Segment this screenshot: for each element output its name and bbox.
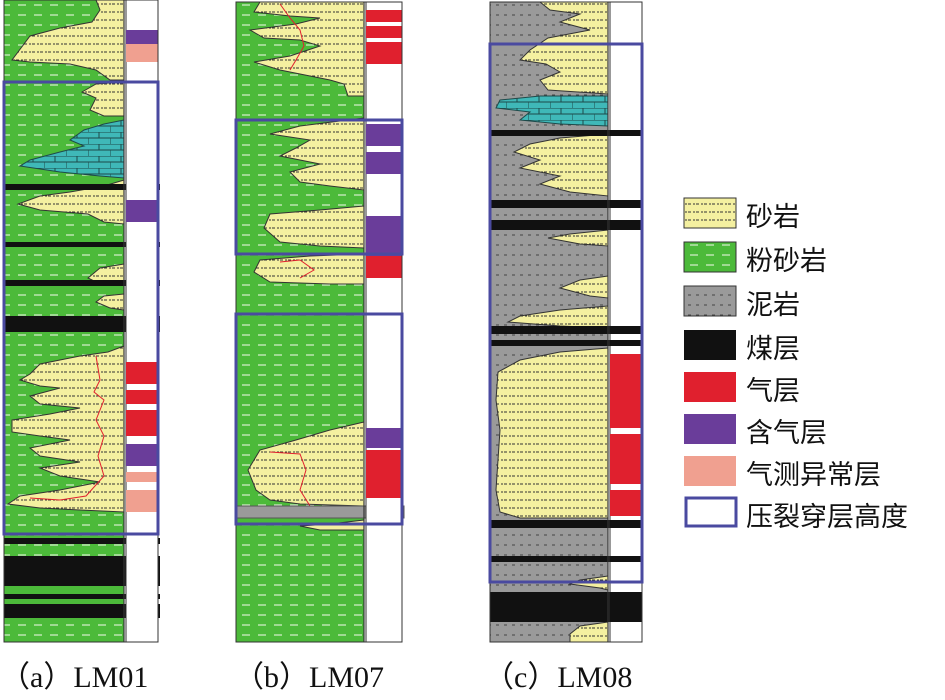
lm01-limestone <box>18 119 125 179</box>
lm01-coal-seams <box>4 184 160 618</box>
lm08-coal-result <box>610 130 642 622</box>
lm01-anomaly-2 <box>126 472 158 482</box>
legend-swatch-sandstone <box>683 197 737 229</box>
lm07-gas-bearing-1 <box>366 124 402 146</box>
lm07-frac-height-box-1 <box>234 118 404 256</box>
lm07-sand-5 <box>247 421 365 507</box>
lm07-sand-2 <box>269 117 365 191</box>
legend-label-coal: 煤层 <box>746 334 800 365</box>
lm01-gas-bearing-1 <box>126 30 158 44</box>
lm07-sand-3 <box>263 205 365 249</box>
lm08-gas-2 <box>610 434 642 484</box>
lm01-frac-height-box <box>2 80 160 536</box>
lm01-gas-bearing-3 <box>126 444 158 466</box>
lm08-sand-2 <box>512 133 609 197</box>
lm07-gas-3 <box>366 42 402 64</box>
lm08-limestone <box>495 95 609 127</box>
lm08-sand-1 <box>518 1 609 95</box>
caption-lm08: （c）LM08 <box>484 661 633 694</box>
caption-lm01: （a）LM01 <box>0 661 149 694</box>
lm07-gas-5 <box>366 450 402 498</box>
lm07-gas-2 <box>366 26 402 38</box>
legend-label-sandstone: 砂岩 <box>746 202 800 233</box>
lm08-frac-height-box <box>488 42 644 584</box>
legend-label-frac: 压裂穿层高度 <box>746 502 908 533</box>
lm01-gas-3 <box>126 410 158 436</box>
lm08-result-track <box>609 1 643 643</box>
lm01-gas-1 <box>126 362 158 384</box>
lm01-sand-2 <box>80 81 125 117</box>
lm07-sand-1 <box>248 1 365 97</box>
legend-label-mudstone: 泥岩 <box>746 290 800 321</box>
legend <box>683 197 738 528</box>
caption-lm07: （b）LM07 <box>234 661 384 694</box>
lm07-gas-bearing-3 <box>366 216 402 256</box>
lm07-gas-bearing-2 <box>366 152 402 174</box>
lm01-gas-trace <box>29 355 105 501</box>
lm01-sand-6 <box>6 345 125 513</box>
lm01-gas-2 <box>126 390 158 404</box>
lm08-gas-1 <box>610 354 642 428</box>
lm07-gas-trace <box>269 3 315 507</box>
legend-swatch-frac <box>684 496 738 528</box>
legend-label-gas-anomaly: 气测异常层 <box>746 460 881 491</box>
lm08-sand-6 <box>495 347 609 519</box>
lm01-gas-bearing-2 <box>126 200 158 222</box>
lm01-result-track <box>125 0 159 643</box>
legend-swatch-coal <box>684 330 736 360</box>
legend-swatch-siltstone <box>683 241 737 273</box>
lm01-anomaly-1 <box>126 44 158 62</box>
lm08-gas-3 <box>610 490 642 516</box>
lm01-sand-1 <box>11 0 125 81</box>
lm07-gas-4 <box>366 256 402 278</box>
legend-label-gas: 气层 <box>746 376 800 407</box>
legend-swatch-gas-bearing <box>684 414 736 444</box>
lm07-lithology-base <box>236 2 364 642</box>
well-lm01 <box>2 0 160 643</box>
legend-swatch-gas-anomaly <box>684 456 736 486</box>
lm07-gas-1 <box>366 10 402 22</box>
legend-label-siltstone: 粉砂岩 <box>746 246 827 277</box>
legend-label-gas-bearing: 含气层 <box>746 418 827 449</box>
lm07-frac-height-box-2 <box>234 312 404 526</box>
lm07-result-track <box>365 1 403 643</box>
lm07-gas-bearing-4 <box>366 428 402 448</box>
legend-swatch-gas <box>684 372 736 402</box>
well-lm08 <box>488 1 644 643</box>
well-lm07 <box>234 1 405 643</box>
lm01-anomaly-3 <box>126 490 158 512</box>
legend-swatch-mudstone <box>683 285 737 317</box>
